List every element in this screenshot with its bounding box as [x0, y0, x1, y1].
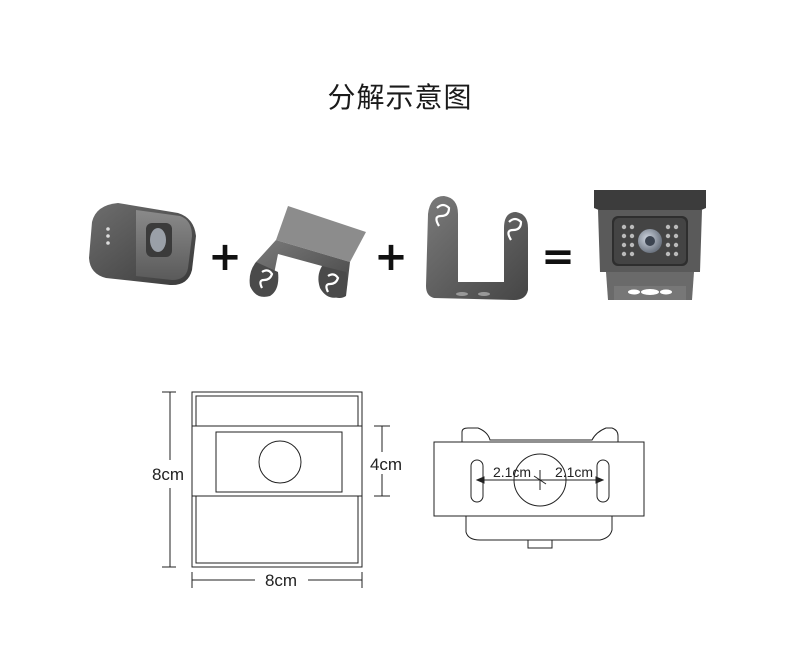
height-label: 8cm — [152, 465, 184, 484]
inner-height-label: 4cm — [370, 455, 402, 474]
front-view-drawing — [191, 391, 363, 568]
plus-sign-1: + — [208, 234, 242, 280]
assembled-camera-illustration — [594, 190, 706, 300]
inner-height-dimension — [374, 425, 390, 497]
height-dimension — [162, 391, 176, 568]
page-title: 分解示意图 — [327, 81, 473, 114]
equals-sign: = — [541, 234, 575, 280]
top-view-drawing — [433, 427, 645, 549]
hole-left-label: 2.1cm — [493, 464, 531, 480]
camera-module-illustration — [89, 203, 196, 286]
angle-bracket-illustration — [249, 206, 366, 298]
u-bracket-illustration — [426, 196, 528, 300]
width-dimension — [191, 572, 363, 588]
hole-right-label: 2.1cm — [555, 464, 593, 480]
width-label: 8cm — [265, 571, 297, 590]
plus-sign-2: + — [374, 234, 408, 280]
hole-spacing-dimension — [475, 470, 605, 490]
